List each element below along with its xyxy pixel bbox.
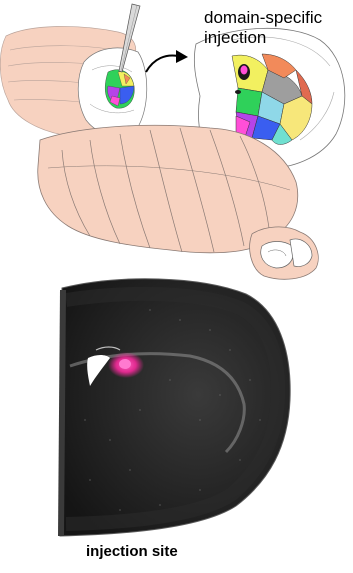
histology-section — [58, 279, 290, 536]
label-line-1: domain-specific — [204, 8, 322, 28]
small-domain-map — [105, 70, 134, 109]
injection-site-label: injection site — [86, 543, 178, 560]
domain-specific-injection-label: domain-specific injection — [204, 8, 322, 48]
label-line-2: injection — [204, 28, 322, 48]
curved-arrow — [146, 56, 178, 72]
